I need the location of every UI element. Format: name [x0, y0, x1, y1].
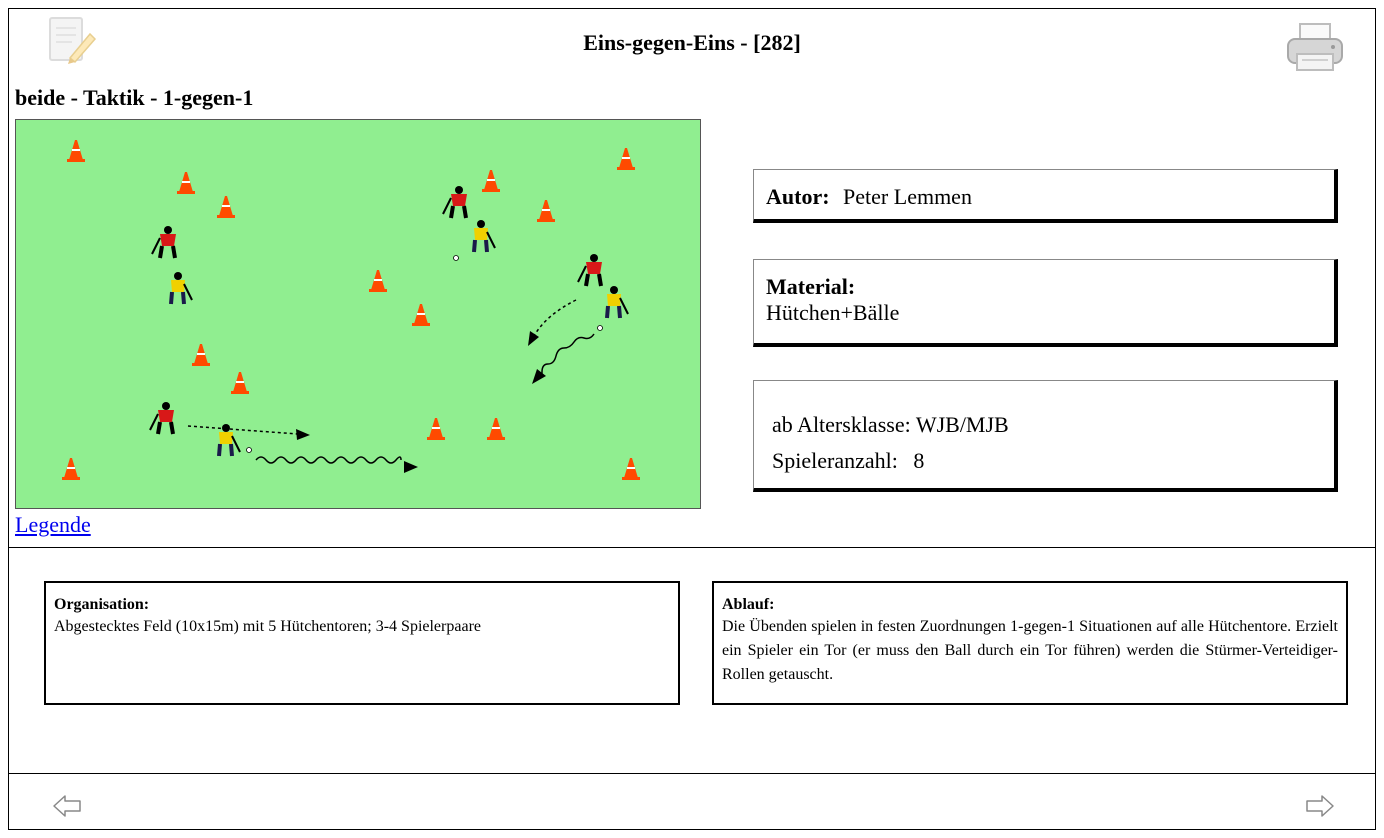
organisation-box: Organisation: Abgestecktes Feld (10x15m)…: [44, 581, 680, 705]
cone-marker: [230, 371, 250, 395]
player-red: [148, 400, 176, 436]
page-title: Eins-gegen-Eins - [282]: [583, 30, 801, 55]
cone-marker: [216, 195, 236, 219]
player-red: [441, 184, 469, 220]
author-box: Autor: Peter Lemmen: [753, 169, 1338, 223]
organisation-text: Abgestecktes Feld (10x15m) mit 5 Hütchen…: [54, 618, 481, 635]
player-red: [576, 252, 604, 288]
cone-marker: [426, 417, 446, 441]
player-red: [150, 224, 178, 260]
ball: [246, 447, 252, 453]
player-yellow: [472, 218, 497, 254]
arrow-left-icon[interactable]: [52, 794, 82, 823]
divider-top: [8, 547, 1376, 548]
divider-bottom: [8, 773, 1376, 774]
cone-marker: [616, 147, 636, 171]
age-label: ab Altersklasse:: [772, 412, 911, 437]
pass-arrow: [528, 299, 577, 346]
cone-marker: [368, 269, 388, 293]
cone-marker: [61, 457, 81, 481]
page-frame: [8, 8, 1376, 830]
notepad-pencil-icon[interactable]: [44, 14, 98, 71]
age-value: WJB/MJB: [915, 412, 1009, 437]
pass-arrow: [187, 425, 310, 440]
ball: [597, 325, 603, 331]
drill-diagram: [15, 119, 701, 509]
material-value: Hütchen+Bälle: [766, 300, 900, 325]
cone-marker: [536, 199, 556, 223]
drill-category: beide - Taktik - 1-gegen-1: [15, 85, 254, 110]
player-yellow: [217, 422, 242, 458]
ablauf-label: Ablauf:: [722, 596, 775, 613]
arrow-right-icon[interactable]: [1305, 794, 1335, 823]
cone-marker: [66, 139, 86, 163]
author-label: Autor:: [766, 184, 830, 209]
level-box: ab Altersklasse: WJB/MJB Spieleranzahl: …: [753, 380, 1338, 492]
cone-marker: [191, 343, 211, 367]
dribble-arrow: [532, 333, 595, 384]
organisation-label: Organisation:: [54, 596, 150, 613]
cone-marker: [621, 457, 641, 481]
printer-icon[interactable]: [1285, 22, 1345, 79]
ablauf-box: Ablauf: Die Übenden spielen in festen Zu…: [712, 581, 1348, 705]
legend-link[interactable]: Legende: [15, 512, 91, 537]
cone-marker: [176, 171, 196, 195]
cone-marker: [486, 417, 506, 441]
author-value: Peter Lemmen: [843, 184, 972, 209]
players-value: 8: [913, 448, 925, 473]
material-box: Material: Hütchen+Bälle: [753, 259, 1338, 347]
player-yellow: [169, 270, 194, 306]
player-yellow: [605, 284, 630, 320]
players-label: Spieleranzahl:: [772, 448, 898, 473]
cone-marker: [481, 169, 501, 193]
ball: [453, 255, 459, 261]
ablauf-text: Die Übenden spielen in festen Zuordnunge…: [722, 618, 1338, 683]
cone-marker: [411, 303, 431, 327]
dribble-arrow: [255, 456, 418, 473]
material-label: Material:: [766, 274, 856, 299]
